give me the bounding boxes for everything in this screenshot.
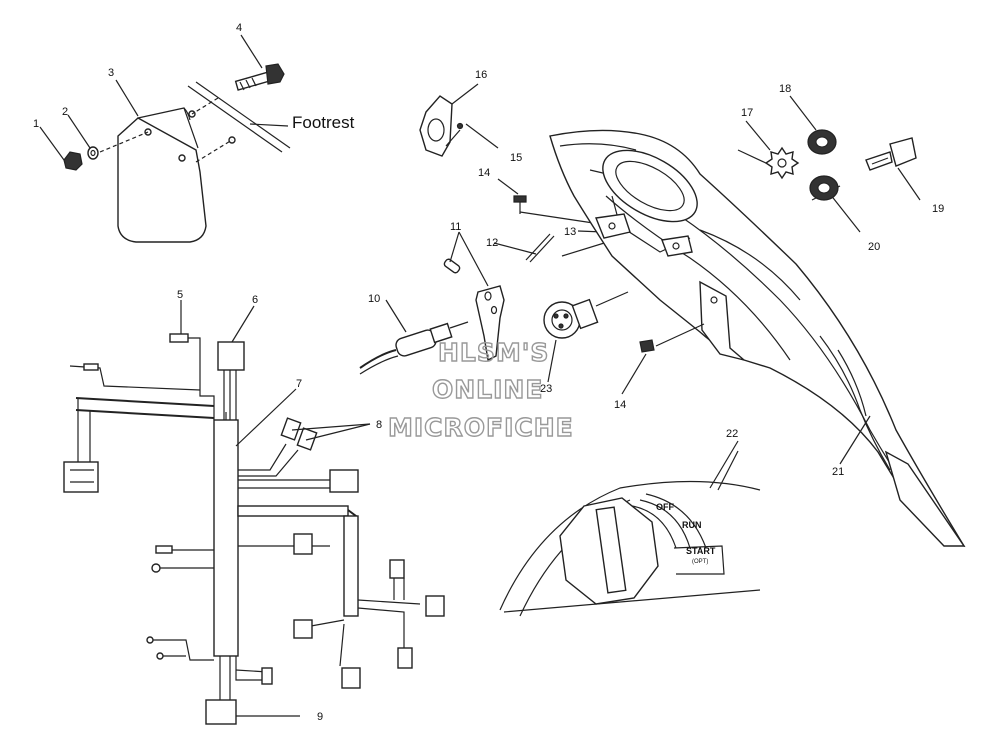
star-washer: [764, 146, 800, 180]
watermark-line-3: MICROFICHE: [388, 413, 574, 442]
key-parts: [764, 129, 917, 201]
lever: [475, 285, 505, 362]
callout-13: 13: [564, 226, 576, 238]
callout-4: 4: [236, 22, 242, 34]
connector-8a: [280, 417, 302, 441]
callout-16: 16: [475, 69, 487, 81]
key-icon: [865, 137, 917, 171]
callout-19: 19: [932, 203, 944, 215]
fender-housing: [549, 95, 966, 548]
footrest-assembly: [39, 34, 291, 243]
callout-18: 18: [779, 83, 791, 95]
callout-3: 3: [108, 67, 114, 79]
switch-run-label: RUN: [682, 520, 702, 530]
callout-22: 22: [726, 428, 738, 440]
watermark: HLSM'S ONLINE MICROFICHE: [387, 337, 574, 442]
callout-11: 11: [450, 221, 461, 233]
callout-labels: 1 2 3 4 5 6 7 8 9 10 11 12 13 14 15 16 1…: [33, 22, 944, 723]
harness-trunk: [213, 419, 239, 657]
callout-6: 6: [252, 294, 258, 306]
watermark-line-1: HLSM'S: [438, 338, 549, 367]
left-connector: [63, 461, 99, 493]
key-switch: [543, 291, 629, 339]
callout-5: 5: [177, 289, 183, 301]
wiring-harness: [63, 300, 445, 725]
callout-9: 9: [317, 711, 323, 723]
callout-17: 17: [741, 107, 753, 119]
callout-8: 8: [376, 419, 382, 431]
choke-cable: [359, 321, 469, 375]
watermark-line-2: ONLINE: [432, 375, 543, 404]
key-slot: [595, 506, 627, 594]
switch-off-label: OFF: [656, 502, 674, 512]
switch-position-labels: OFF RUN START (OPT): [656, 502, 716, 565]
ignition-panel: [499, 440, 761, 617]
callout-10: 10: [368, 293, 380, 305]
callout-21: 21: [832, 466, 844, 478]
callout-20: 20: [868, 241, 880, 253]
callout-23: 23: [540, 383, 552, 395]
callout-1: 1: [33, 118, 39, 130]
connector-8b: [296, 427, 318, 451]
callout-7: 7: [296, 378, 302, 390]
switch-start-note: (OPT): [692, 559, 708, 565]
pin: [443, 258, 461, 274]
connector-6: [217, 341, 245, 371]
screw-14a: [513, 195, 601, 225]
bolt: [234, 63, 285, 91]
callout-15: 15: [510, 152, 522, 164]
callout-12: 12: [486, 237, 498, 249]
terminal-5: [169, 333, 189, 343]
switch-start-label: START: [686, 546, 716, 556]
callout-2: 2: [62, 106, 68, 118]
bracket-16: [419, 95, 453, 157]
nut: [63, 151, 83, 171]
washer: [87, 146, 99, 160]
mudflap-plate: [117, 117, 207, 243]
callout-14-lower: 14: [614, 399, 626, 411]
callout-14: 14: [478, 167, 490, 179]
headlight-bezel: [602, 149, 698, 223]
ignition-parts: [359, 83, 629, 383]
footrest-label: Footrest: [292, 113, 355, 132]
connector-9: [205, 699, 237, 725]
